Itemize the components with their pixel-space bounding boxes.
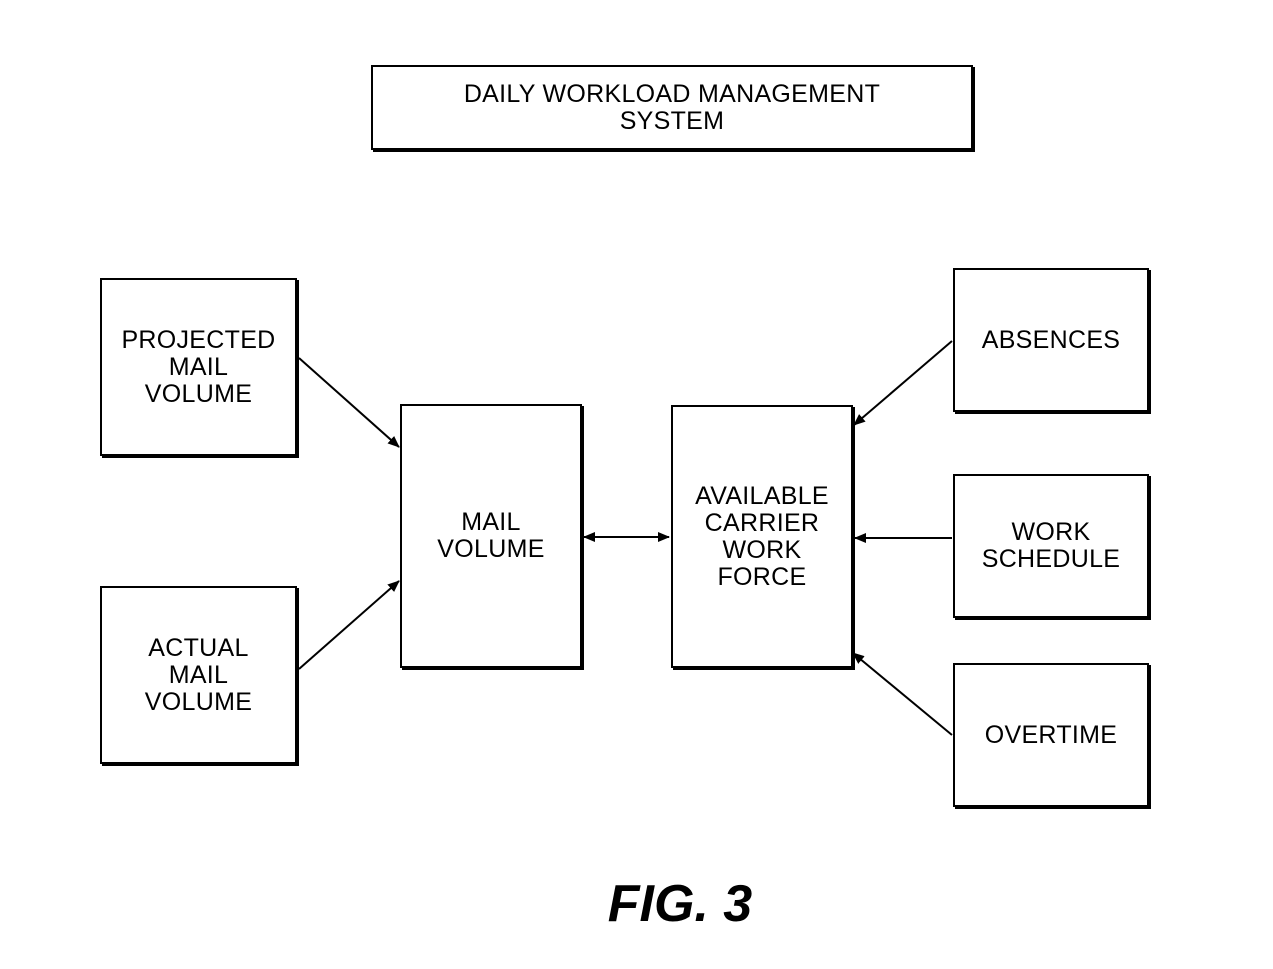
work-schedule-box: WORK SCHEDULE <box>953 474 1149 618</box>
figure-label: FIG. 3 <box>607 875 753 933</box>
overtime-label: OVERTIME <box>984 720 1118 749</box>
available-carrier-work-force-box: AVAILABLE CARRIER WORK FORCE <box>671 405 853 668</box>
overtime-box: OVERTIME <box>953 663 1149 807</box>
work-schedule-label: WORK SCHEDULE <box>981 518 1121 573</box>
mail-volume-label: MAIL VOLUME <box>437 508 545 563</box>
projected-mail-volume-label: PROJECTED MAIL VOLUME <box>121 325 276 408</box>
available-carrier-work-force-label: AVAILABLE CARRIER WORK FORCE <box>695 481 829 591</box>
arrow-actual-to-mail-volume <box>298 580 400 670</box>
absences-box: ABSENCES <box>953 268 1149 412</box>
title-box: DAILY WORKLOAD MANAGEMENT SYSTEM <box>371 65 973 150</box>
arrow-absences-to-carrier <box>853 340 953 426</box>
actual-mail-volume-box: ACTUAL MAIL VOLUME <box>100 586 297 764</box>
mail-volume-box: MAIL VOLUME <box>400 404 582 668</box>
arrow-projected-to-mail-volume <box>298 357 400 448</box>
absences-label: ABSENCES <box>981 325 1121 354</box>
title-text: DAILY WORKLOAD MANAGEMENT SYSTEM <box>463 79 881 135</box>
actual-mail-volume-label: ACTUAL MAIL VOLUME <box>144 633 253 716</box>
arrow-overtime-to-carrier <box>852 652 953 736</box>
projected-mail-volume-box: PROJECTED MAIL VOLUME <box>100 278 297 456</box>
